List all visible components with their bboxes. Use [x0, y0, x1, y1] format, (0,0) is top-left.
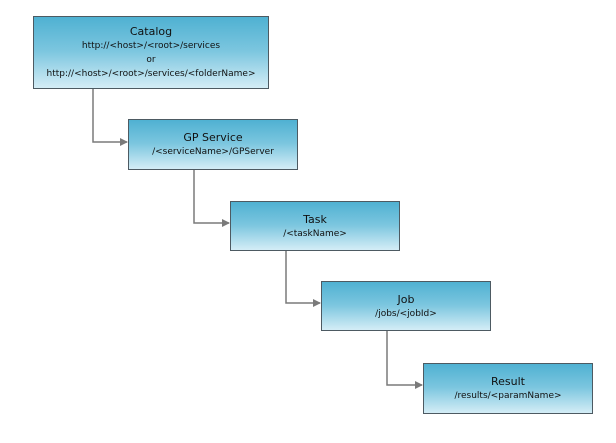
- result-node: Result /results/<paramName>: [423, 363, 593, 414]
- connector-catalog-to-gp-service: [92, 89, 128, 146]
- connector-gp-service-to-task: [193, 170, 230, 227]
- task-title: Task: [303, 213, 327, 226]
- task-node: Task /<taskName>: [230, 201, 400, 251]
- task-path: /<taskName>: [283, 229, 347, 239]
- job-path: /jobs/<jobId>: [375, 309, 437, 319]
- result-path: /results/<paramName>: [454, 391, 562, 401]
- gp-service-title: GP Service: [183, 131, 243, 144]
- connector-job-to-result: [386, 331, 423, 389]
- job-node: Job /jobs/<jobId>: [321, 281, 491, 331]
- catalog-url-folder: http://<host>/<root>/services/<folderNam…: [46, 69, 256, 79]
- gp-service-node: GP Service /<serviceName>/GPServer: [128, 119, 298, 170]
- catalog-url-services: http://<host>/<root>/services: [81, 41, 221, 51]
- catalog-or-text: or: [146, 55, 156, 65]
- catalog-title: Catalog: [129, 25, 173, 38]
- job-title: Job: [397, 293, 415, 306]
- gp-service-path: /<serviceName>/GPServer: [152, 147, 274, 157]
- connector-task-to-job: [285, 251, 321, 307]
- result-title: Result: [491, 375, 525, 388]
- catalog-node: Catalog http://<host>/<root>/services or…: [33, 16, 269, 89]
